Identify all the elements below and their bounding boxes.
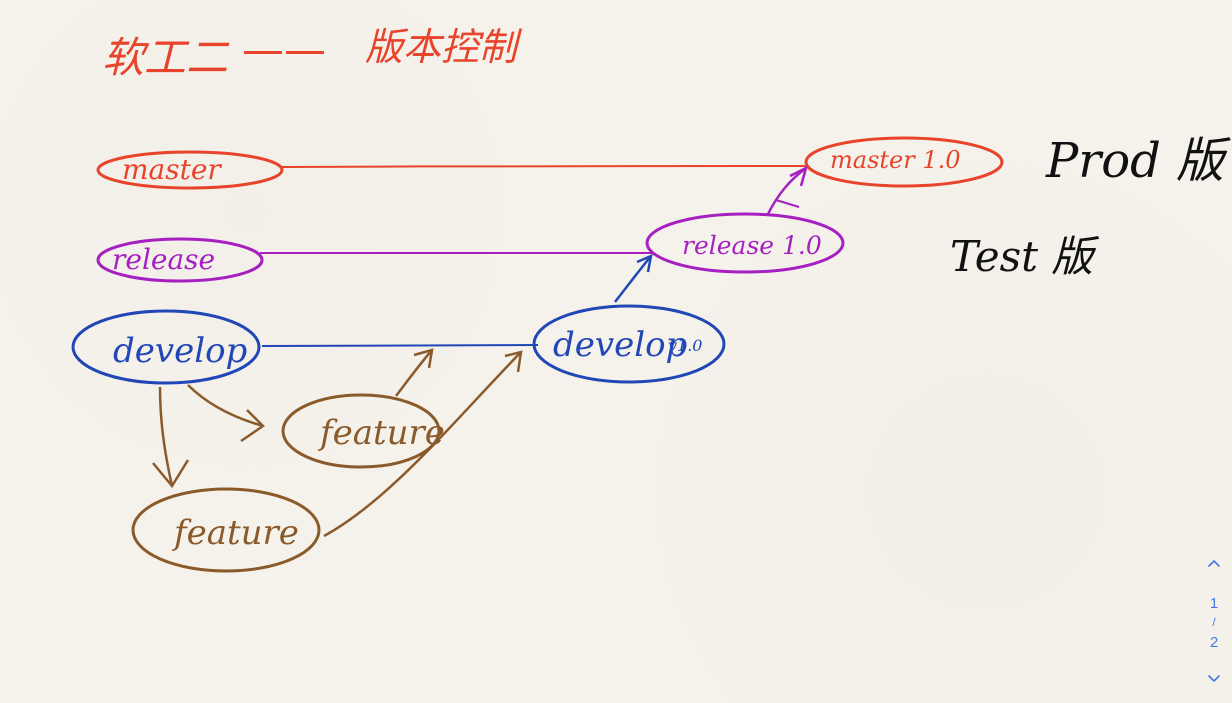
develop-line xyxy=(261,344,539,347)
develop-to-feature-top-arrowhead xyxy=(240,409,265,443)
page-separator: / xyxy=(1212,615,1216,629)
chevron-up-icon xyxy=(1208,560,1220,567)
release-to-master-dash xyxy=(775,199,800,208)
page-navigator: 1 / 2 xyxy=(1196,552,1232,692)
test-label: Test 版 xyxy=(950,232,1099,281)
master-release-ellipse xyxy=(804,136,1004,188)
title-prefix: 软工二 xyxy=(102,33,230,82)
release-label: release xyxy=(112,243,215,276)
develop-to-feature-bottom-arrow xyxy=(158,386,174,487)
master-line xyxy=(281,165,807,168)
develop-version-label: develop xyxy=(553,325,687,365)
develop-to-release-arrow xyxy=(614,255,652,303)
title-text: 版本控制 xyxy=(365,25,523,69)
prod-label: Prod 版 xyxy=(1045,133,1231,189)
develop-to-release-arrowhead xyxy=(636,253,653,273)
feature-top-to-develop-arrow xyxy=(395,349,433,397)
release-version-label: release 1.0 xyxy=(682,231,822,260)
total-page-number: 2 xyxy=(1209,634,1219,651)
feature-bottom-ellipse xyxy=(131,487,321,573)
release-to-master-arrowhead xyxy=(789,165,808,187)
page-down-button[interactable] xyxy=(1206,670,1222,686)
release-to-master-arrow xyxy=(766,167,807,215)
master-ellipse xyxy=(96,150,284,190)
release-version-ellipse xyxy=(645,212,845,274)
develop-version-ellipse xyxy=(532,304,726,384)
develop-to-feature-top-arrow xyxy=(187,384,264,428)
page-up-button[interactable] xyxy=(1206,556,1222,572)
master-label: master xyxy=(122,153,222,186)
master-release-label: master 1.0 xyxy=(830,146,961,174)
feature-top-label: feature xyxy=(317,413,445,453)
release-ellipse xyxy=(96,237,264,283)
feature-bottom-label: feature xyxy=(171,513,299,553)
feature-top-to-develop-arrowhead xyxy=(413,348,434,369)
develop-version-suffix: v1.0 xyxy=(668,336,702,355)
feature-bottom-to-develop-arrowhead xyxy=(504,350,523,373)
chevron-down-icon xyxy=(1208,675,1220,682)
feature-top-ellipse xyxy=(281,393,441,469)
develop-to-feature-bottom-arrowhead xyxy=(152,459,190,489)
current-page-number: 1 xyxy=(1209,595,1219,612)
develop-label: develop xyxy=(113,331,247,371)
title-dash: —— xyxy=(242,25,326,74)
feature-bottom-to-develop-arrow xyxy=(323,351,522,538)
develop-ellipse xyxy=(71,309,261,385)
